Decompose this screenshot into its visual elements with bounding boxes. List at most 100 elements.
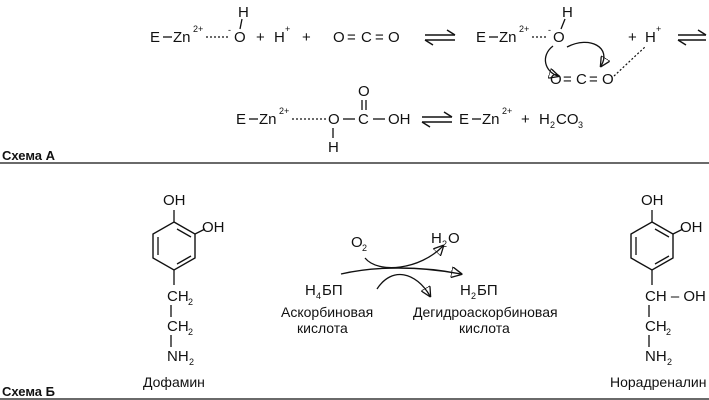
water-o: O [448, 230, 460, 247]
h4bp-h: H [305, 282, 316, 299]
hydroxide-hydrogen: H [238, 4, 249, 21]
benzene-ring [152, 221, 196, 271]
ascorbic-acid-label: Аскорбиновая [281, 304, 373, 320]
zinc-charge: 2+ [279, 106, 289, 116]
zinc-symbol: Zn [259, 111, 277, 128]
carbonic-acid-co: CO [556, 111, 579, 128]
h4bp-to-h2bp-arrow [376, 273, 430, 296]
oxygen-atom: O [328, 111, 340, 128]
zinc-charge: 2+ [519, 24, 529, 34]
methylene-group: CH [167, 288, 189, 305]
hydroxylation-reaction: O 2 H 2 O H 4 БП H 2 БП Аскорбиновая кис… [281, 230, 558, 336]
plus-sign: + [302, 29, 311, 46]
bond-o-h [239, 18, 243, 30]
enzyme-symbol: E [476, 29, 486, 46]
equilibrium-arrow [424, 29, 456, 46]
subscript: 2 [189, 357, 194, 367]
hydrogen-atom: H [328, 139, 339, 156]
subscript: 2 [188, 297, 193, 307]
proton-charge: + [656, 24, 661, 34]
scheme-a: E Zn 2+ - O H + H + + O = C = O [0, 4, 709, 164]
bond-o-h [560, 18, 566, 30]
h2bp-h: H [460, 282, 471, 299]
hydroxide-hydrogen: H [562, 4, 573, 21]
subscript: 2 [442, 239, 447, 249]
carbonyl-oxygen: O [358, 83, 370, 100]
scheme-b-label: Схема Б [2, 384, 55, 399]
scheme-a-intermediate: E Zn 2+ - O H O = C = O + H + [476, 4, 661, 88]
hydroxyl-group: OH [163, 192, 186, 209]
ascorbic-acid-label: кислота [297, 320, 348, 336]
equilibrium-arrow [677, 29, 707, 46]
carbonic-acid-sub: 2 [550, 120, 555, 130]
subscript: 2 [471, 291, 476, 301]
hydroxyl-group: OH [680, 219, 703, 236]
water-h: H [431, 230, 442, 247]
dehydroascorbic-acid-label: кислота [459, 320, 510, 336]
dopamine-structure: OH OH CH 2 CH 2 NH 2 Дофамин [143, 192, 225, 390]
co2-carbon: C [361, 29, 372, 46]
enzyme-symbol: E [236, 111, 246, 128]
zinc-symbol: Zn [499, 29, 517, 46]
co2-oxygen-right: O [388, 29, 400, 46]
subscript: 2 [667, 357, 672, 367]
co2-oxygen-left: O [550, 71, 562, 88]
enzyme-symbol: E [459, 111, 469, 128]
main-reaction-arrow [340, 268, 461, 274]
benzene-ring [630, 221, 674, 271]
hydroxide-charge: - [228, 25, 231, 35]
co2-carbon: C [576, 71, 587, 88]
co2-double-bond: = [589, 71, 598, 88]
scheme-a-label: Схема А [2, 148, 56, 163]
co2-double-bond: = [375, 29, 384, 46]
subscript: 2 [362, 243, 367, 253]
plus-sign: + [628, 29, 637, 46]
amino-group: NH [167, 348, 189, 365]
carbon-atom: C [358, 111, 369, 128]
subscript: 2 [666, 327, 671, 337]
co2-oxygen-left: O [333, 29, 345, 46]
hydroxide-charge: - [548, 25, 551, 35]
scheme-a-reactants: E Zn 2+ - O H + H + + O = C = O [150, 4, 400, 46]
co2-double-bond: = [563, 71, 572, 88]
proton-transfer-bond [613, 45, 647, 77]
zinc-charge: 2+ [502, 106, 512, 116]
hydroxyl-group: OH [202, 219, 225, 236]
oxygen-molecule: O [351, 234, 363, 251]
zinc-symbol: Zn [482, 111, 500, 128]
scheme-a-bicarbonate-complex: E Zn 2+ O H C O OH E Zn 2+ [236, 83, 583, 156]
carbonic-acid-sub: 3 [578, 120, 583, 130]
co2-double-bond: = [347, 29, 356, 46]
hydroxide-oxygen: O [553, 29, 565, 46]
hydroxyl-group: OH [641, 192, 664, 209]
proton-charge: + [285, 24, 290, 34]
zinc-symbol: Zn [173, 29, 191, 46]
proton-symbol: H [274, 29, 285, 46]
curved-electron-arrow [566, 41, 604, 66]
oxygen-to-water-arrow [364, 246, 443, 269]
subscript: 4 [316, 291, 321, 301]
noradrenaline-structure: OH OH CH – OH CH 2 NH 2 Норадреналин [610, 192, 706, 390]
scheme-b: OH OH CH 2 CH 2 NH 2 Дофамин O 2 H 2 O H… [0, 192, 709, 400]
hydroxide-oxygen: O [234, 29, 246, 46]
noradrenaline-name: Норадреналин [610, 374, 706, 390]
curved-electron-arrow [544, 45, 558, 76]
h2bp-rest: БП [477, 282, 498, 299]
zinc-charge: 2+ [193, 24, 203, 34]
hydroxyl-group: OH [388, 111, 411, 128]
amino-group: NH [645, 348, 667, 365]
plus-sign: + [256, 29, 265, 46]
carbonic-acid-h: H [539, 111, 550, 128]
methylene-group: CH [167, 318, 189, 335]
equilibrium-arrow [421, 111, 453, 128]
co2-oxygen-right: O [602, 71, 614, 88]
enzyme-symbol: E [150, 29, 160, 46]
hydroxymethine-group: CH – OH [645, 288, 706, 305]
proton-symbol: H [645, 29, 656, 46]
dehydroascorbic-acid-label: Дегидроаскорбиновая [413, 304, 558, 320]
subscript: 2 [188, 327, 193, 337]
h4bp-rest: БП [322, 282, 343, 299]
plus-sign: + [521, 111, 530, 128]
methylene-group: CH [645, 318, 667, 335]
